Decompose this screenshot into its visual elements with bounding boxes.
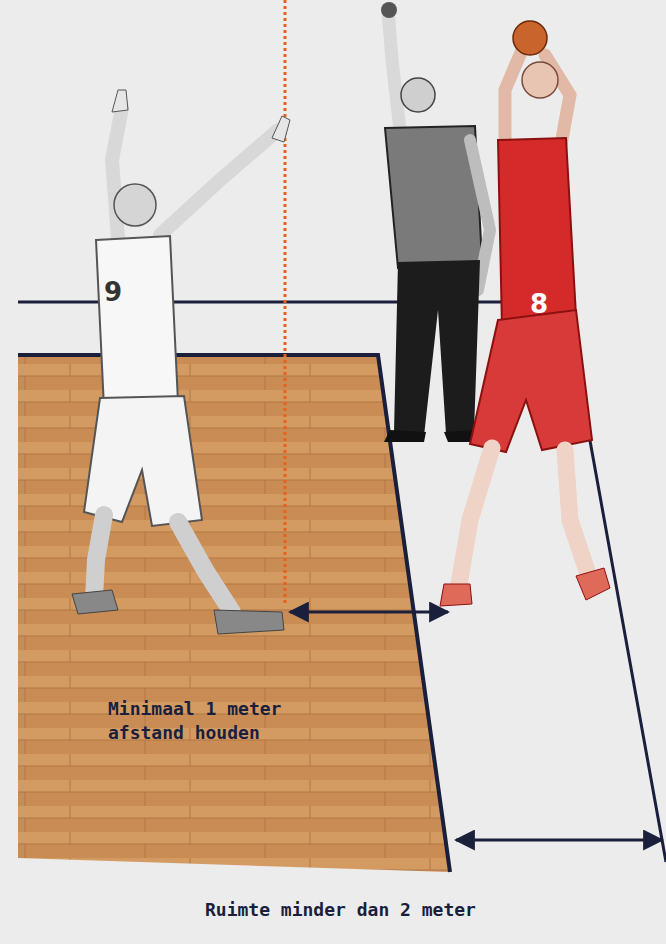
- distance-arrow: [290, 611, 448, 614]
- reference-line: [284, 0, 287, 606]
- referee-arm: [388, 10, 400, 130]
- shooter-shorts: [470, 310, 592, 452]
- court-floor: [18, 355, 450, 872]
- defender-shoe: [214, 610, 284, 634]
- basketball: [513, 21, 547, 55]
- defender-leg: [94, 515, 104, 598]
- defender-head: [114, 184, 156, 226]
- referee: [381, 2, 490, 442]
- defender-hand: [272, 116, 290, 142]
- space-note: Ruimte minder dan 2 meter: [205, 898, 645, 922]
- shooter: [440, 21, 610, 606]
- jersey-number: 8: [530, 290, 560, 318]
- defender-jersey: [96, 236, 178, 408]
- distance-note: Minimaal 1 meter afstand houden: [108, 697, 308, 745]
- shooter-shoe: [576, 568, 610, 600]
- defender-shoe: [72, 590, 118, 614]
- defender-leg: [178, 522, 232, 612]
- defender: [72, 90, 290, 634]
- space-arrow: [456, 839, 662, 842]
- defender-arm: [160, 130, 278, 235]
- court-line: [18, 355, 450, 872]
- shooter-shoe: [440, 584, 472, 606]
- shooter-arm: [505, 50, 522, 150]
- shooter-head: [522, 62, 558, 98]
- jersey-number: 9: [104, 278, 144, 306]
- shooter-jersey: [498, 138, 576, 328]
- defender-hand: [112, 90, 128, 112]
- referee-trousers: [394, 260, 480, 436]
- referee-fist: [381, 2, 397, 18]
- shooter-leg: [565, 450, 590, 580]
- referee-shoe: [384, 430, 426, 442]
- shooter-leg: [458, 448, 492, 590]
- referee-head: [401, 78, 435, 112]
